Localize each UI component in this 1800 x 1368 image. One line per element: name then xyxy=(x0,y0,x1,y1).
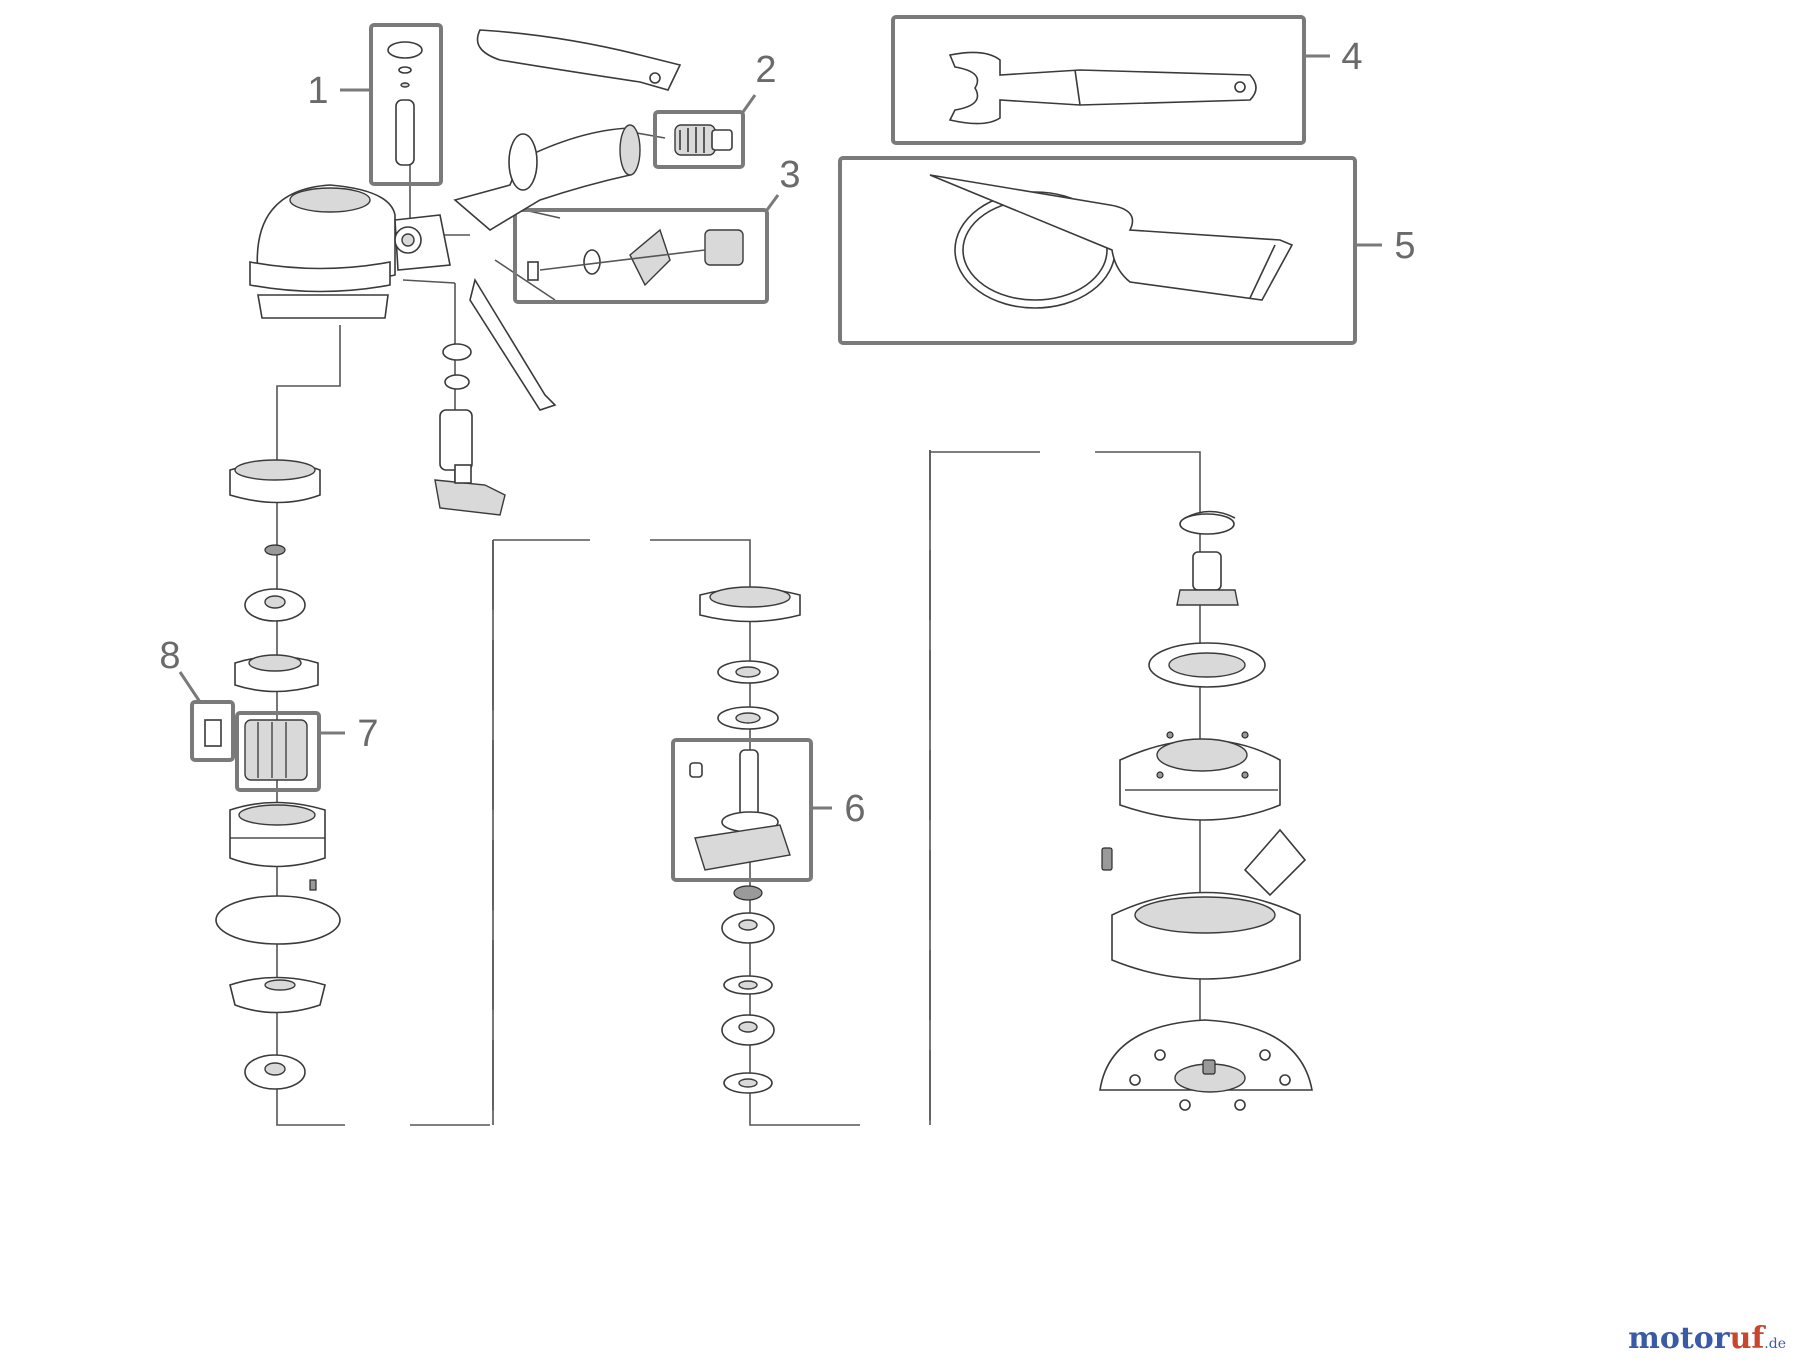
callout-2-number: 2 xyxy=(755,49,776,91)
part-3-regulator-set xyxy=(527,228,744,287)
brand-suffix: .de xyxy=(1764,1336,1786,1352)
trigger-valve xyxy=(434,343,506,516)
callout-6-number: 6 xyxy=(844,788,865,830)
callout-2: 2 xyxy=(653,49,777,169)
part-2-air-inlet xyxy=(674,124,733,156)
callout-4-number: 4 xyxy=(1341,36,1362,78)
callout-7: 7 xyxy=(235,711,379,792)
callout-3-number: 3 xyxy=(779,154,800,196)
callout-1-number: 1 xyxy=(307,70,328,112)
brand-name-part2: uf xyxy=(1729,1321,1765,1356)
spindle-stack xyxy=(689,586,801,1094)
brand-name-part1: motor xyxy=(1628,1321,1730,1356)
part-4-wrench xyxy=(948,51,1257,125)
callout-6: 6 xyxy=(671,738,866,882)
brand-logo: motoruf.de xyxy=(1628,1321,1786,1356)
sander-handle xyxy=(453,124,641,411)
callout-5-number: 5 xyxy=(1394,225,1415,267)
hanger-clip xyxy=(476,29,682,91)
callout-4: 4 xyxy=(891,15,1363,145)
callout-8: 8 xyxy=(159,635,235,762)
motor-stack xyxy=(204,459,341,1090)
callout-8-number: 8 xyxy=(159,635,180,677)
pad-stack xyxy=(1099,510,1313,1111)
callout-5: 5 xyxy=(838,156,1416,345)
part-5-dust-hose xyxy=(929,174,1294,309)
part-1-valve-stem xyxy=(387,41,423,166)
callout-7-number: 7 xyxy=(357,713,378,755)
sander-housing xyxy=(249,184,451,319)
callout-3: 3 xyxy=(513,154,801,304)
callout-1: 1 xyxy=(307,23,443,186)
